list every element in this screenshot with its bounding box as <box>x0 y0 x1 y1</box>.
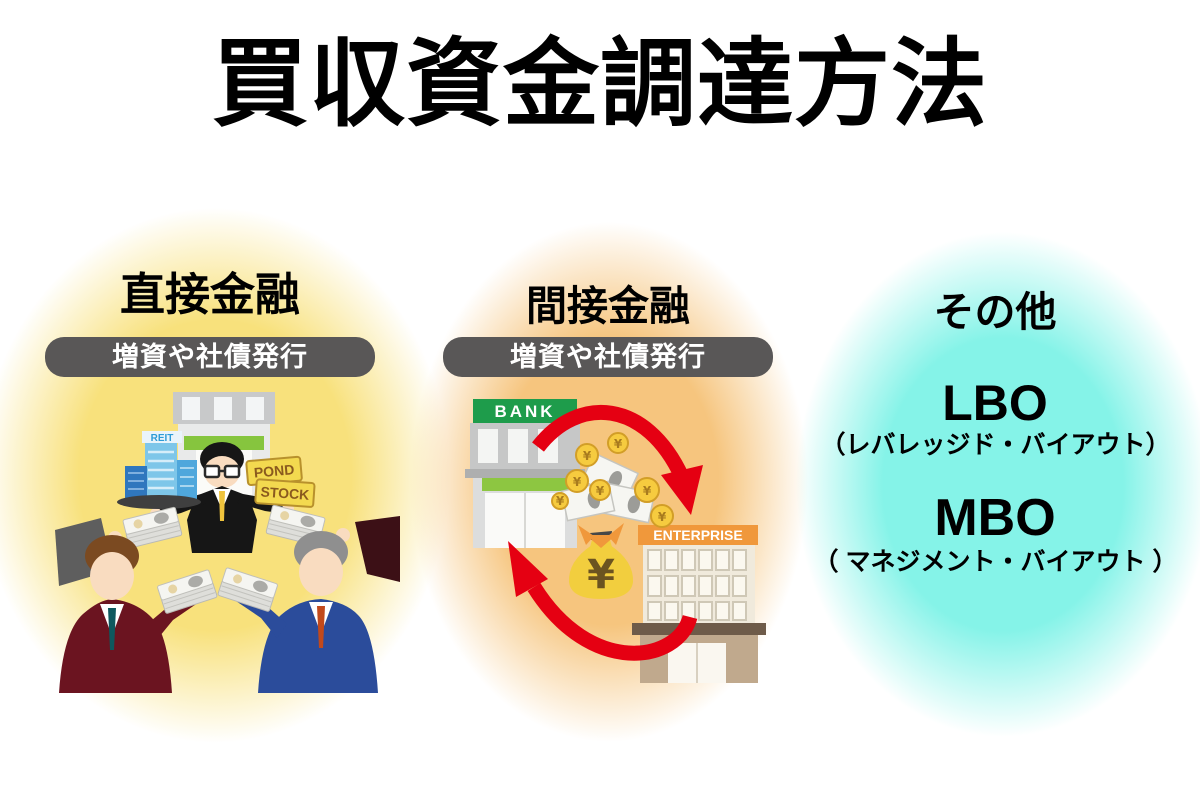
page-title: 買収資金調達方法 <box>212 31 988 138</box>
svg-text:¥: ¥ <box>573 475 582 489</box>
indirect-finance-illustration: BANK ENTERPRISE <box>465 399 766 683</box>
svg-text:¥: ¥ <box>587 552 615 598</box>
direct-finance-banner-label: 増資や社債発行 <box>112 342 308 372</box>
enterprise-building-icon: ENTERPRISE <box>632 525 766 683</box>
pond-stock-signs-icon: POND STOCK <box>245 455 316 508</box>
reit-label: REIT <box>151 433 174 444</box>
svg-text:¥: ¥ <box>596 484 605 498</box>
indirect-finance-banner: 増資や社債発行 <box>443 337 773 377</box>
indirect-finance-heading: 間接金融 <box>526 283 690 329</box>
lbo-label: LBO <box>942 375 1048 431</box>
money-bag-icon: ¥ <box>568 523 634 599</box>
mbo-label: MBO <box>934 489 1056 547</box>
indirect-finance-banner-label: 増資や社債発行 <box>510 342 706 372</box>
money-bundle-icon <box>217 566 279 613</box>
bank-label: BANK <box>494 402 555 421</box>
stock-label: STOCK <box>260 483 310 502</box>
direct-finance-illustration: REIT POND STOCK <box>55 392 400 693</box>
investor-left-icon <box>59 535 208 693</box>
coins-icon: ¥ ¥ ¥ ¥ ¥ ¥ ¥ <box>551 432 674 528</box>
money-bundle-icon <box>156 568 218 615</box>
reit-buildings-icon: REIT <box>117 431 201 509</box>
lbo-full-label: （レバレッジド・バイアウト） <box>820 431 1171 459</box>
mbo-full-label: （ マネジメント・バイアウト ） <box>813 548 1178 576</box>
direct-finance-heading: 直接金融 <box>119 269 300 320</box>
svg-text:¥: ¥ <box>643 484 652 498</box>
svg-text:¥: ¥ <box>583 449 592 463</box>
other-methods-heading: その他 <box>933 289 1057 335</box>
svg-text:¥: ¥ <box>556 494 565 508</box>
cycle-arrows-icon <box>508 405 703 661</box>
direct-finance-banner: 増資や社債発行 <box>45 337 375 377</box>
pond-label: POND <box>253 461 295 480</box>
investor-right-icon <box>227 531 378 693</box>
svg-text:¥: ¥ <box>658 510 667 524</box>
enterprise-label: ENTERPRISE <box>653 527 742 543</box>
svg-text:¥: ¥ <box>614 437 623 451</box>
